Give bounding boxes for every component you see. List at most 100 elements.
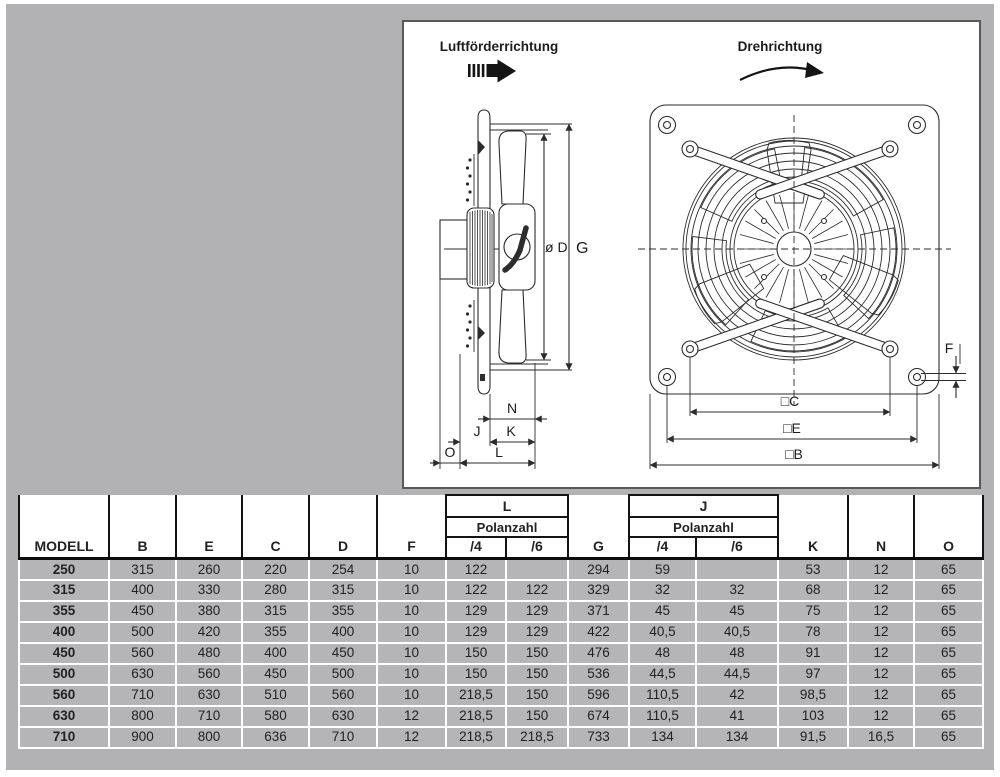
value-cell-l6: 129 [505, 620, 569, 644]
airflow-arrow-icon [468, 59, 516, 83]
value-cell-d: 254 [308, 557, 378, 581]
dim-label-e: □E [783, 420, 801, 436]
rotation-arrow-icon [739, 62, 824, 81]
col-header-o: O [913, 495, 985, 560]
value-cell-l6: 218,5 [505, 725, 569, 749]
value-cell-o: 65 [913, 557, 985, 581]
value-cell-k: 97 [777, 662, 850, 686]
value-cell-l4: 122 [445, 578, 507, 602]
value-cell-k: 91,5 [777, 725, 850, 749]
terminal-box [439, 219, 470, 280]
value-cell-b: 315 [108, 557, 177, 581]
value-cell-b: 630 [108, 662, 177, 686]
corner-holes [657, 115, 927, 387]
value-cell-o: 65 [913, 641, 985, 665]
value-cell-c: 510 [241, 683, 310, 707]
value-cell-n: 12 [847, 578, 916, 602]
value-cell-l4: 150 [445, 641, 507, 665]
value-cell-o: 65 [913, 662, 985, 686]
value-cell-g: 476 [567, 641, 630, 665]
value-cell-c: 355 [241, 620, 310, 644]
value-cell-f: 10 [376, 641, 447, 665]
value-cell-g: 536 [567, 662, 630, 686]
value-cell-b: 800 [108, 704, 177, 728]
value-cell-e: 480 [175, 641, 243, 665]
dim-label-d: ø D [545, 239, 568, 255]
value-cell-c: 580 [241, 704, 310, 728]
col-header-l4: /4 [445, 537, 507, 560]
value-cell-j4: 40,5 [628, 620, 697, 644]
dim-label-j: J [474, 423, 481, 439]
polanzahl-header-j: Polanzahl [627, 517, 780, 538]
value-cell-j6: 40,5 [694, 620, 780, 644]
value-cell-l6: 150 [505, 641, 569, 665]
clip-dots [465, 158, 472, 348]
value-cell-j4: 110,5 [628, 704, 697, 728]
model-cell: 500 [18, 662, 110, 686]
value-cell-k: 103 [777, 704, 850, 728]
value-cell-o: 65 [913, 683, 985, 707]
dim-label-l: L [495, 444, 503, 460]
value-cell-d: 630 [308, 704, 378, 728]
value-cell-l6 [505, 557, 569, 581]
value-cell-f: 10 [376, 662, 447, 686]
value-cell-j4: 44,5 [628, 662, 697, 686]
col-header-c: C [241, 495, 310, 560]
value-cell-c: 450 [241, 662, 310, 686]
col-header-j6: /6 [694, 537, 780, 560]
model-cell: 400 [18, 620, 110, 644]
polanzahl-header-l: Polanzahl [445, 517, 569, 538]
value-cell-j6: 32 [694, 578, 780, 602]
col-header-l6: /6 [505, 537, 569, 560]
value-cell-g: 371 [567, 599, 630, 623]
value-cell-d: 400 [308, 620, 378, 644]
col-header-d: D [308, 495, 378, 560]
value-cell-d: 710 [308, 725, 378, 749]
value-cell-j6: 48 [694, 641, 780, 665]
value-cell-k: 68 [777, 578, 850, 602]
value-cell-d: 450 [308, 641, 378, 665]
value-cell-o: 65 [913, 725, 985, 749]
value-cell-g: 596 [567, 683, 630, 707]
side-view-drawing: ø D G N J K O L [430, 109, 588, 469]
value-cell-b: 400 [108, 578, 177, 602]
value-cell-j4: 45 [628, 599, 697, 623]
value-cell-j6: 45 [694, 599, 780, 623]
col-header-f: F [376, 495, 447, 560]
value-cell-f: 12 [376, 704, 447, 728]
model-cell: 450 [18, 641, 110, 665]
value-cell-n: 12 [847, 662, 916, 686]
value-cell-o: 65 [913, 704, 985, 728]
value-cell-j4: 134 [628, 725, 697, 749]
dimensions-table: MODELL B E C D F L G J K N O Polanzahl P… [18, 494, 985, 749]
value-cell-l6: 150 [505, 683, 569, 707]
fan-dimension-drawing: Luftförderrichtung Drehrichtung [430, 39, 966, 469]
value-cell-l6: 150 [505, 662, 569, 686]
model-cell: 315 [18, 578, 110, 602]
value-cell-l4: 129 [445, 599, 507, 623]
model-cell: 560 [18, 683, 110, 707]
value-cell-e: 330 [175, 578, 243, 602]
value-cell-g: 422 [567, 620, 630, 644]
model-cell: 250 [18, 557, 110, 581]
col-header-b: B [108, 495, 177, 560]
dim-label-n: N [507, 400, 517, 416]
value-cell-e: 560 [175, 662, 243, 686]
value-cell-b: 500 [108, 620, 177, 644]
value-cell-n: 12 [847, 704, 916, 728]
value-cell-k: 53 [777, 557, 850, 581]
dim-label-f: F [945, 340, 954, 356]
model-cell: 355 [18, 599, 110, 623]
value-cell-f: 12 [376, 725, 447, 749]
value-cell-n: 12 [847, 683, 916, 707]
value-cell-j4: 59 [628, 557, 697, 581]
value-cell-b: 900 [108, 725, 177, 749]
value-cell-k: 91 [777, 641, 850, 665]
dim-label-o: O [445, 444, 456, 460]
